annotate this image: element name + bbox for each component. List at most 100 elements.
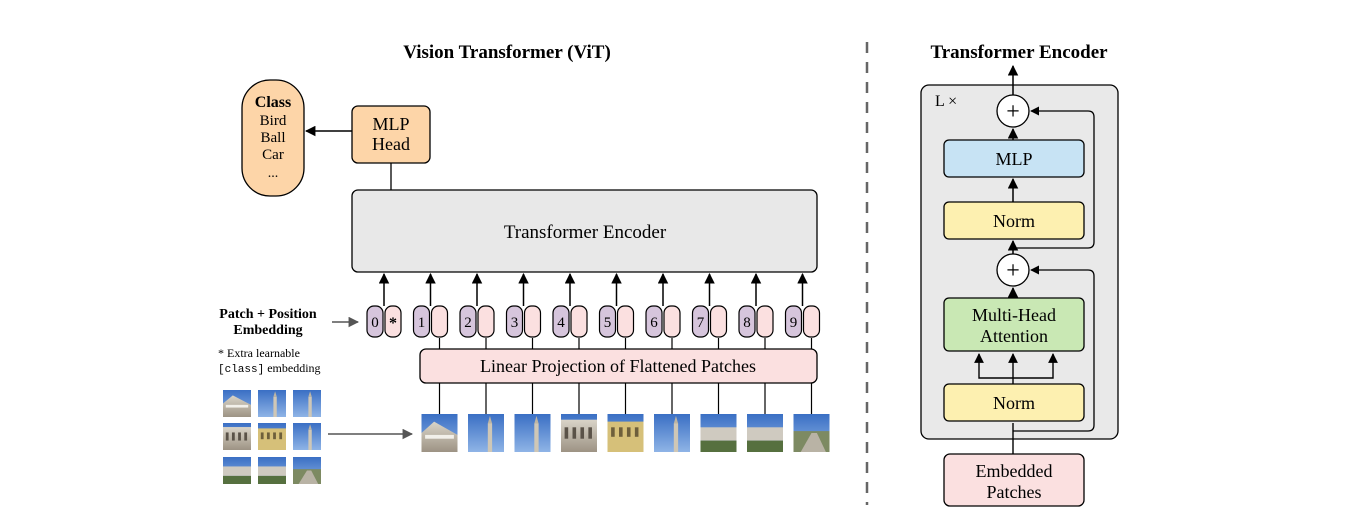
position-number-6: 6 xyxy=(650,315,658,331)
position-embedding-5 xyxy=(598,305,617,338)
grid-patch-8 xyxy=(258,457,286,484)
mlp-head-line1: MLP xyxy=(372,114,409,134)
position-number-5: 5 xyxy=(604,315,612,331)
position-number-9: 9 xyxy=(790,315,798,331)
patch-embedding-8 xyxy=(756,305,774,338)
token-0: 0* xyxy=(366,305,402,338)
mlp-head-line2: Head xyxy=(372,134,410,154)
attention-line2: Attention xyxy=(980,326,1048,346)
grid-patch-9 xyxy=(293,457,321,484)
linear-projection-label: Linear Projection of Flattened Patches xyxy=(480,356,756,376)
embedded-line2: Patches xyxy=(987,482,1042,502)
sequence-patch-7 xyxy=(700,414,737,452)
grid-patch-4 xyxy=(223,423,251,450)
position-embedding-7 xyxy=(691,305,710,338)
token-5: 5 xyxy=(598,305,635,338)
residual-connection-lower xyxy=(1013,265,1095,432)
class-heading: Class xyxy=(255,94,291,111)
token-3: 3 xyxy=(505,305,542,338)
patch-embedding-4 xyxy=(570,305,588,338)
patch-embedding-6 xyxy=(663,305,681,338)
token-7: 7 xyxy=(691,305,728,338)
mlp-box: MLP xyxy=(943,139,1085,178)
token-arrows xyxy=(378,272,813,349)
position-embedding-0 xyxy=(366,305,384,338)
grid-patch-1 xyxy=(223,390,251,417)
token-6: 6 xyxy=(645,305,681,338)
sequence-patch-2 xyxy=(468,414,504,452)
position-embedding-4 xyxy=(552,305,570,338)
class-token-embedding xyxy=(384,305,402,338)
token-8: 8 xyxy=(738,305,774,338)
position-embedding-6 xyxy=(645,305,663,338)
position-embedding-3 xyxy=(505,305,524,338)
patch-embedding-5 xyxy=(616,305,635,338)
grid-patch-7 xyxy=(223,457,251,484)
patch-embedding-label-line1: Patch + Position xyxy=(219,307,317,322)
mlp-head-box: MLP Head xyxy=(351,105,431,164)
footnote-rest: embedding xyxy=(264,361,320,375)
add-node-top: + xyxy=(996,94,1030,128)
grid-patch-2 xyxy=(258,390,286,417)
patch-embedding-2 xyxy=(477,305,495,338)
repeat-label: L × xyxy=(935,93,957,110)
norm-box-upper: Norm xyxy=(943,201,1085,240)
patch-embedding-9 xyxy=(802,305,821,338)
patch-embedding-3 xyxy=(523,305,542,338)
add-symbol-middle: + xyxy=(1006,258,1020,284)
class-token-marker: * xyxy=(389,315,397,332)
patch-embedding-7 xyxy=(709,305,728,338)
encoder-label: Transformer Encoder xyxy=(504,222,667,243)
transformer-encoder-box: Transformer Encoder xyxy=(351,189,818,273)
sequence-patch-1 xyxy=(421,414,458,452)
token-1: 1 xyxy=(412,305,449,338)
vit-title: Vision Transformer (ViT) xyxy=(403,42,611,63)
position-number-3: 3 xyxy=(511,315,519,331)
sequence-patch-9 xyxy=(793,414,830,452)
position-embedding-9 xyxy=(784,305,803,338)
grid-patch-5 xyxy=(258,423,286,450)
mlp-label: MLP xyxy=(995,149,1032,169)
class-item-bird: Bird xyxy=(260,113,287,129)
class-item-more: ... xyxy=(268,166,279,181)
grid-patch-3 xyxy=(293,390,321,417)
residual-connection-upper xyxy=(1013,106,1095,249)
position-number-1: 1 xyxy=(418,315,426,331)
position-embedding-8 xyxy=(738,305,756,338)
class-item-ball: Ball xyxy=(261,130,286,146)
footnote-line2: [class] embedding xyxy=(218,361,321,376)
flattened-patch-sequence xyxy=(421,383,830,452)
token-4: 4 xyxy=(552,305,588,338)
token-9: 9 xyxy=(784,305,821,338)
position-number-2: 2 xyxy=(464,315,472,331)
position-number-7: 7 xyxy=(697,315,705,331)
position-number-0: 0 xyxy=(371,315,379,331)
position-embedding-2 xyxy=(459,305,477,338)
encoder-detail-title: Transformer Encoder xyxy=(930,42,1108,63)
linear-projection-box: Linear Projection of Flattened Patches xyxy=(419,348,818,384)
sequence-patch-4 xyxy=(561,414,597,452)
sequence-patch-3 xyxy=(514,414,551,452)
patch-embedding-label-line2: Embedding xyxy=(233,323,302,338)
norm-label-upper: Norm xyxy=(993,211,1035,231)
multi-head-attention-box: Multi-Head Attention xyxy=(943,297,1085,352)
norm-box-lower: Norm xyxy=(943,383,1085,422)
sequence-patch-6 xyxy=(654,414,690,452)
footnote-line1: * Extra learnable xyxy=(218,346,300,360)
position-number-4: 4 xyxy=(557,315,565,331)
class-output-box: Class Bird Ball Car ... xyxy=(241,79,305,197)
footnote-code: [class] xyxy=(218,364,264,376)
sequence-patch-5 xyxy=(607,414,644,452)
embedded-patches-box: Embedded Patches xyxy=(943,453,1085,507)
sequence-patch-8 xyxy=(747,414,783,452)
norm-label-lower: Norm xyxy=(993,393,1035,413)
attention-line1: Multi-Head xyxy=(972,305,1056,325)
add-symbol-top: + xyxy=(1006,99,1020,125)
patch-embedding-1 xyxy=(430,305,449,338)
qkv-split-arrows xyxy=(974,353,1058,384)
position-number-8: 8 xyxy=(743,315,751,331)
embedded-line1: Embedded xyxy=(976,461,1053,481)
position-embedding-1 xyxy=(412,305,431,338)
grid-patch-6 xyxy=(293,423,321,450)
